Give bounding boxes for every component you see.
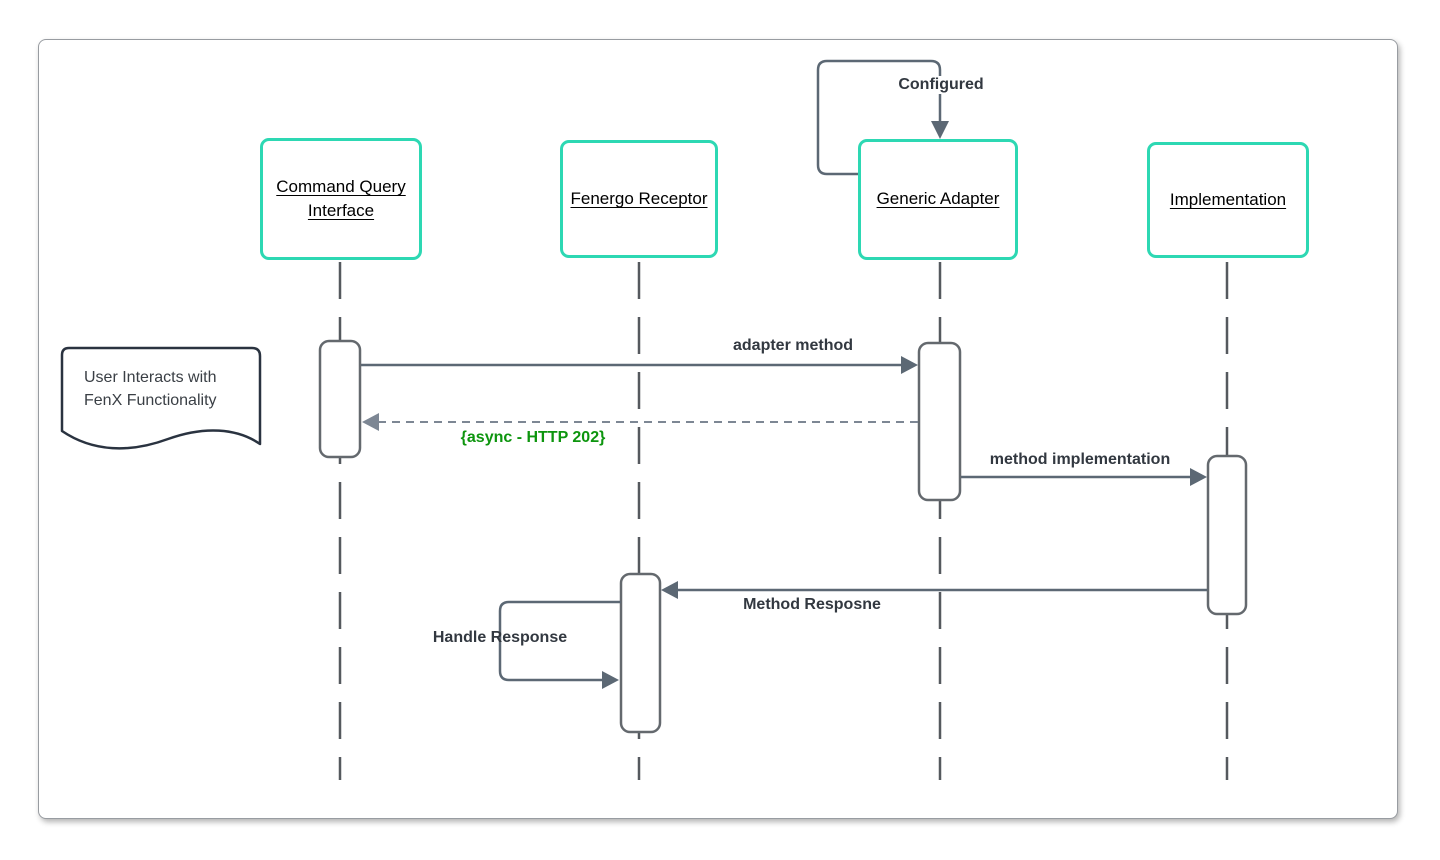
label-async-http-202: {async - HTTP 202}	[460, 429, 606, 446]
activation-bar-fenergo-receptor	[619, 572, 662, 734]
note-user-interacts: User Interacts with FenX Functionality	[84, 369, 217, 410]
actor-label: Generic Adapter	[876, 189, 1000, 209]
activation-bar-command-query-interface	[318, 339, 362, 459]
note-shape	[60, 346, 262, 450]
label-method-response: Method Resposne	[743, 596, 881, 613]
adapter-method-arrowhead	[901, 356, 918, 374]
actor-label: Fenergo Receptor	[570, 188, 708, 208]
actor-fenergo-receptor: Fenergo Receptor	[560, 140, 718, 258]
label-handle-response: Handle Response	[432, 629, 568, 646]
label-configured: Configured	[893, 76, 989, 94]
actor-generic-adapter: Generic Adapter	[858, 139, 1018, 260]
method-implementation-arrowhead	[1190, 468, 1207, 486]
label-adapter-method: adapter method	[732, 337, 854, 354]
method-response-arrowhead	[661, 581, 678, 599]
actor-implementation: Implementation	[1147, 142, 1309, 258]
configured-arrowhead	[931, 121, 949, 139]
actor-label: Command Query Interface	[276, 176, 406, 220]
activation-bar-implementation	[1206, 454, 1248, 616]
label-method-implementation: method implementation	[989, 451, 1171, 468]
handle-response-self-loop-connector	[498, 600, 621, 682]
actor-label: Implementation	[1169, 189, 1287, 209]
handle-response-arrowhead	[602, 671, 619, 689]
configured-self-loop-connector	[816, 59, 942, 176]
async-return-arrowhead	[362, 413, 379, 431]
activation-bar-generic-adapter	[917, 341, 962, 502]
actor-command-query-interface: Command Query Interface	[260, 138, 422, 260]
